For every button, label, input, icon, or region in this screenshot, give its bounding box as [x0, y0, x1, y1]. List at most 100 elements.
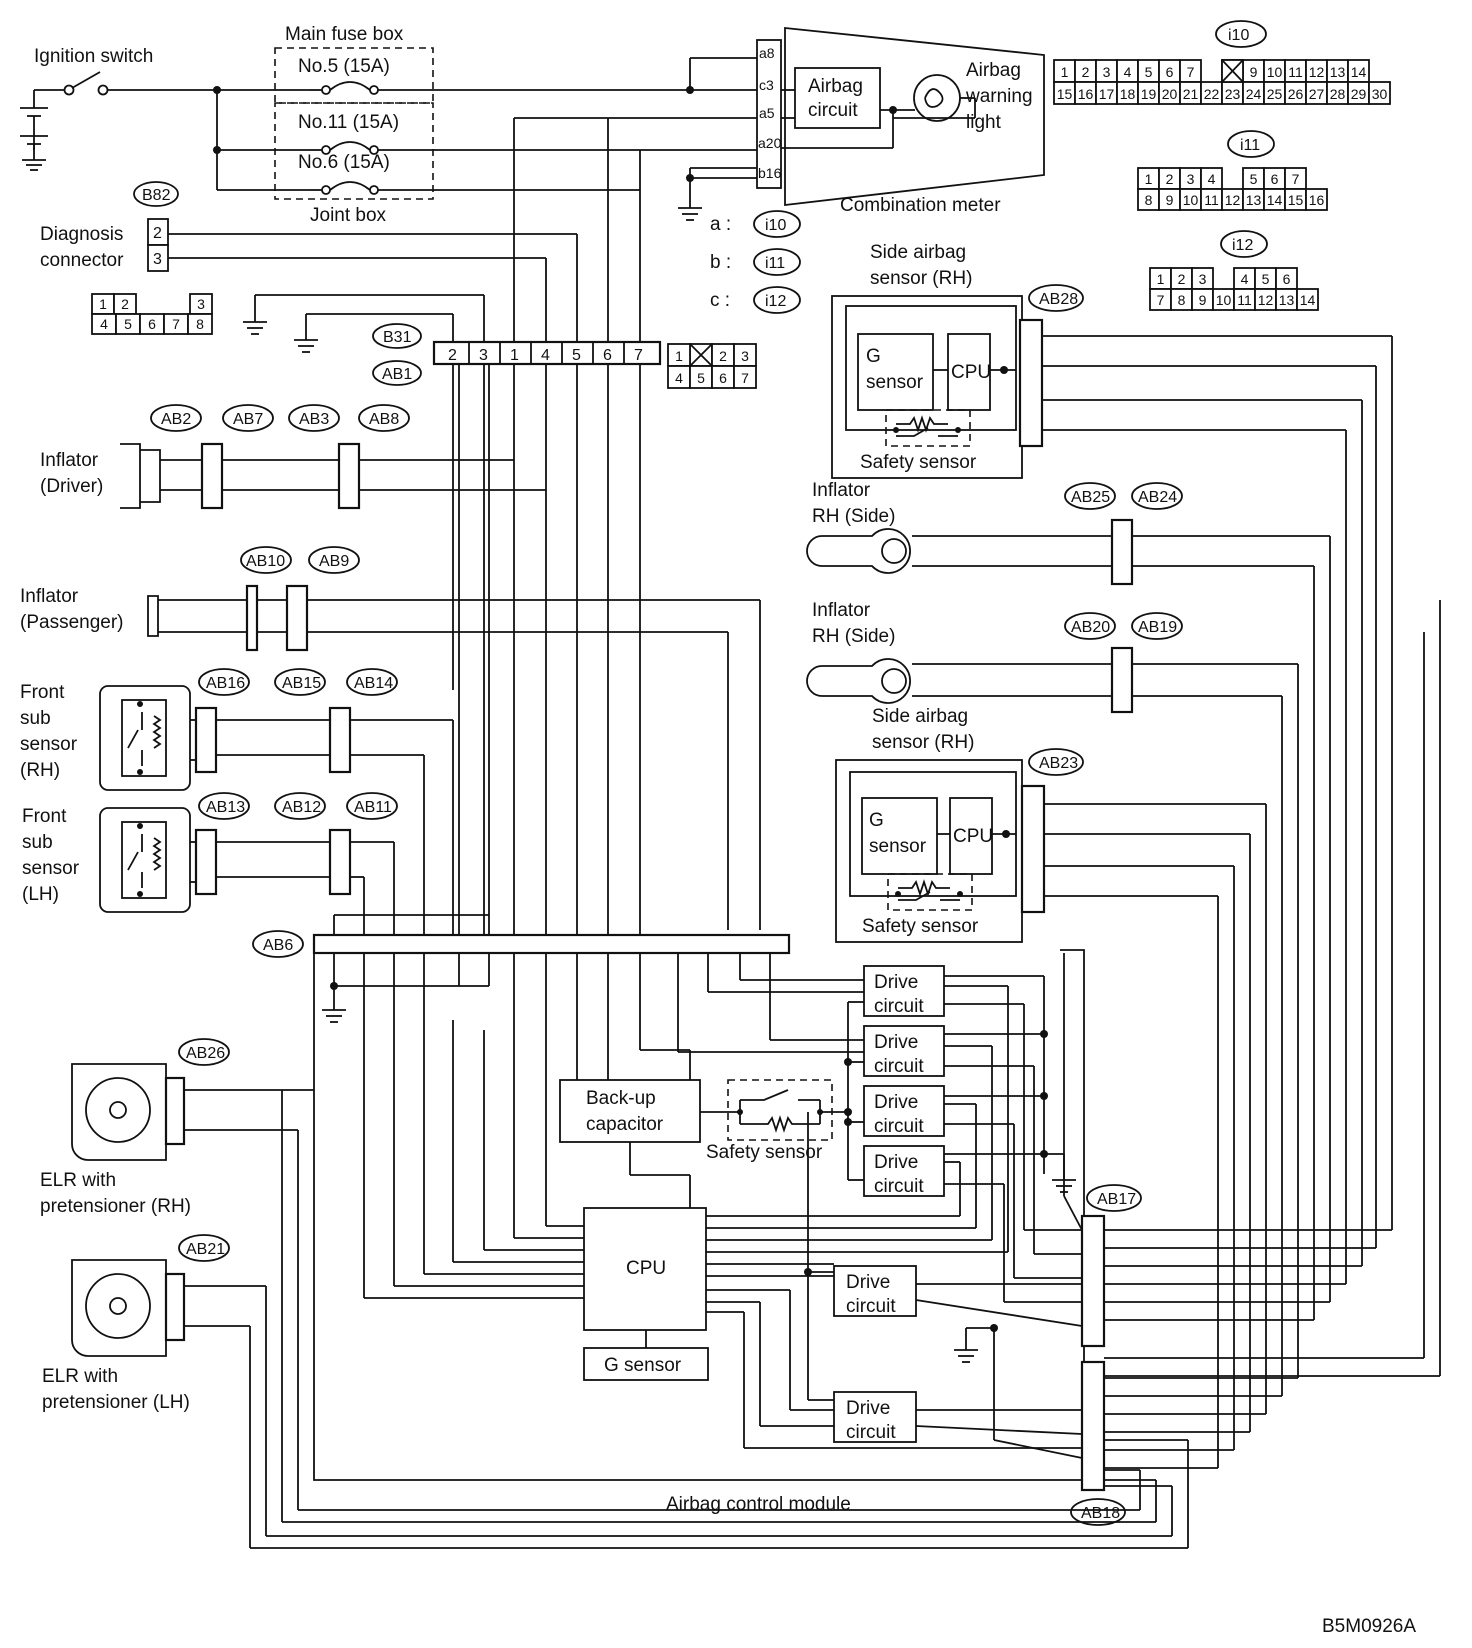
i11-pin: 6	[1271, 171, 1279, 187]
svg-text:Inflator: Inflator	[40, 450, 99, 471]
airbag-control-module: Airbag control module Drive circuit Driv…	[313, 336, 1441, 1526]
svg-text:(Passenger): (Passenger)	[20, 612, 124, 633]
i12-pin: 1	[1157, 271, 1165, 287]
svg-text:AB17: AB17	[1097, 1191, 1136, 1208]
i12-pin: 9	[1199, 292, 1207, 308]
i12-pin: 12	[1258, 292, 1274, 308]
i12-pin: 11	[1237, 292, 1252, 308]
svg-text:AB19: AB19	[1138, 619, 1177, 636]
svg-text:circuit: circuit	[846, 1296, 896, 1317]
svg-text:ELR with: ELR with	[42, 1366, 118, 1387]
diagnosis-pin: 5	[124, 316, 132, 332]
ground-icon	[243, 321, 267, 335]
diagnosis-pin: 1	[99, 296, 107, 312]
diagnosis-label-1: Diagnosis	[40, 224, 123, 245]
svg-text:Drive: Drive	[846, 1272, 890, 1293]
i10-pin: 11	[1288, 64, 1303, 80]
i11-pin: 10	[1183, 192, 1199, 208]
elr-pretensioner-lh: AB21 ELR with pretensioner (LH)	[42, 1234, 266, 1413]
inflator-side-rh-2: Inflator RH (Side) AB20 AB19	[806, 600, 1298, 714]
i10-blank-mark	[1221, 59, 1244, 83]
airbag-circuit-label-2: circuit	[808, 100, 858, 121]
svg-text:AB3: AB3	[299, 411, 329, 428]
connector-i10: i10 123456789101112131415161718192021222…	[1053, 20, 1391, 105]
i12-pin: 14	[1300, 292, 1316, 308]
i11-pin: 4	[1208, 171, 1216, 187]
b31-pin: 3	[479, 347, 488, 364]
svg-text:Inflator: Inflator	[812, 600, 871, 621]
svg-text:sensor (RH): sensor (RH)	[872, 732, 974, 753]
drive-circuit-5: Drive circuit	[833, 1265, 917, 1317]
inflator-side-rh-1: Inflator RH (Side) AB25 AB24	[806, 480, 1330, 586]
module-safety-sensor: Safety sensor	[700, 1079, 848, 1163]
svg-text:Safety sensor: Safety sensor	[862, 916, 979, 937]
i11-pin: 9	[1166, 192, 1174, 208]
svg-text:AB9: AB9	[319, 553, 349, 570]
svg-text:ELR with: ELR with	[40, 1170, 116, 1191]
diagnosis-pin: 4	[100, 316, 108, 332]
svg-text:capacitor: capacitor	[586, 1114, 664, 1135]
svg-text:AB24: AB24	[1138, 489, 1177, 506]
main-fuse-box-label: Main fuse box	[285, 24, 404, 45]
svg-text:pretensioner (RH): pretensioner (RH)	[40, 1196, 191, 1217]
svg-text:Safety sensor: Safety sensor	[706, 1142, 823, 1163]
b31-pin: 1	[510, 347, 519, 364]
ground-icon	[322, 1009, 346, 1023]
svg-text:a :: a :	[710, 214, 731, 235]
ignition-section: Ignition switch Main fuse box	[20, 24, 760, 226]
fuse-no6-icon	[310, 181, 433, 195]
i10-cell	[1368, 81, 1391, 105]
svg-text:Side airbag: Side airbag	[872, 706, 968, 727]
svg-text:AB8: AB8	[369, 411, 399, 428]
front-sub-sensor-lh: Front sub sensor (LH) AB13 AB12 AB11	[22, 792, 398, 935]
svg-text:AB23: AB23	[1039, 755, 1078, 772]
svg-text:Drive: Drive	[846, 1398, 890, 1419]
drive-circuit-1: Drive circuit	[863, 965, 945, 1017]
diagnosis-pin: 7	[172, 316, 180, 332]
i10-pin: 29	[1351, 86, 1367, 102]
svg-text:Safety sensor: Safety sensor	[860, 452, 977, 473]
i12-pin: 7	[1157, 292, 1165, 308]
i11-pin: 15	[1288, 192, 1304, 208]
svg-text:circuit: circuit	[874, 996, 924, 1017]
svg-text:sensor: sensor	[866, 372, 924, 393]
i12-pin: 2	[1178, 271, 1186, 287]
ground-icon	[954, 1349, 978, 1363]
i10-pin: 2	[1082, 64, 1090, 80]
svg-text:circuit: circuit	[874, 1116, 924, 1137]
bottom-harness	[249, 1090, 1189, 1549]
diagnosis-pin: 6	[148, 316, 156, 332]
i10-pin: 4	[1124, 64, 1132, 80]
i10-pin: 18	[1120, 86, 1136, 102]
svg-text:AB16: AB16	[206, 675, 245, 692]
drive-circuit-4: Drive circuit	[863, 1145, 945, 1197]
i12-pin: 3	[1199, 271, 1207, 287]
module-cpu: CPU	[583, 1207, 707, 1331]
module-g-sensor: G sensor	[583, 1330, 709, 1381]
i10-pin: 19	[1141, 86, 1157, 102]
airbag-circuit-box	[794, 67, 881, 129]
diagnosis-cell	[187, 313, 213, 335]
diagnosis-pin: 2	[121, 296, 129, 312]
i10-pin: 9	[1250, 64, 1258, 80]
drive-circuit-6: Drive circuit	[833, 1391, 917, 1443]
capacitor-bus	[804, 1001, 864, 1401]
svg-text:circuit: circuit	[846, 1422, 896, 1443]
svg-text:AB12: AB12	[282, 799, 321, 816]
svg-text:i10: i10	[765, 217, 786, 234]
svg-text:AB20: AB20	[1071, 619, 1110, 636]
i11-pin: 14	[1267, 192, 1283, 208]
meter-pin-a20: a20	[758, 135, 782, 151]
svg-text:i11: i11	[765, 255, 785, 272]
ignition-switch-symbol	[34, 71, 217, 96]
svg-text:Back-up: Back-up	[586, 1088, 656, 1109]
b31-pin: 7	[634, 347, 643, 364]
cpu-input-wires	[363, 953, 864, 1299]
side-airbag-sensor-top: Side airbag sensor (RH) AB28 G sensor CP…	[831, 242, 1392, 479]
svg-text:sub: sub	[20, 708, 51, 729]
i10-pin: 3	[1103, 64, 1111, 80]
svg-text:circuit: circuit	[874, 1176, 924, 1197]
